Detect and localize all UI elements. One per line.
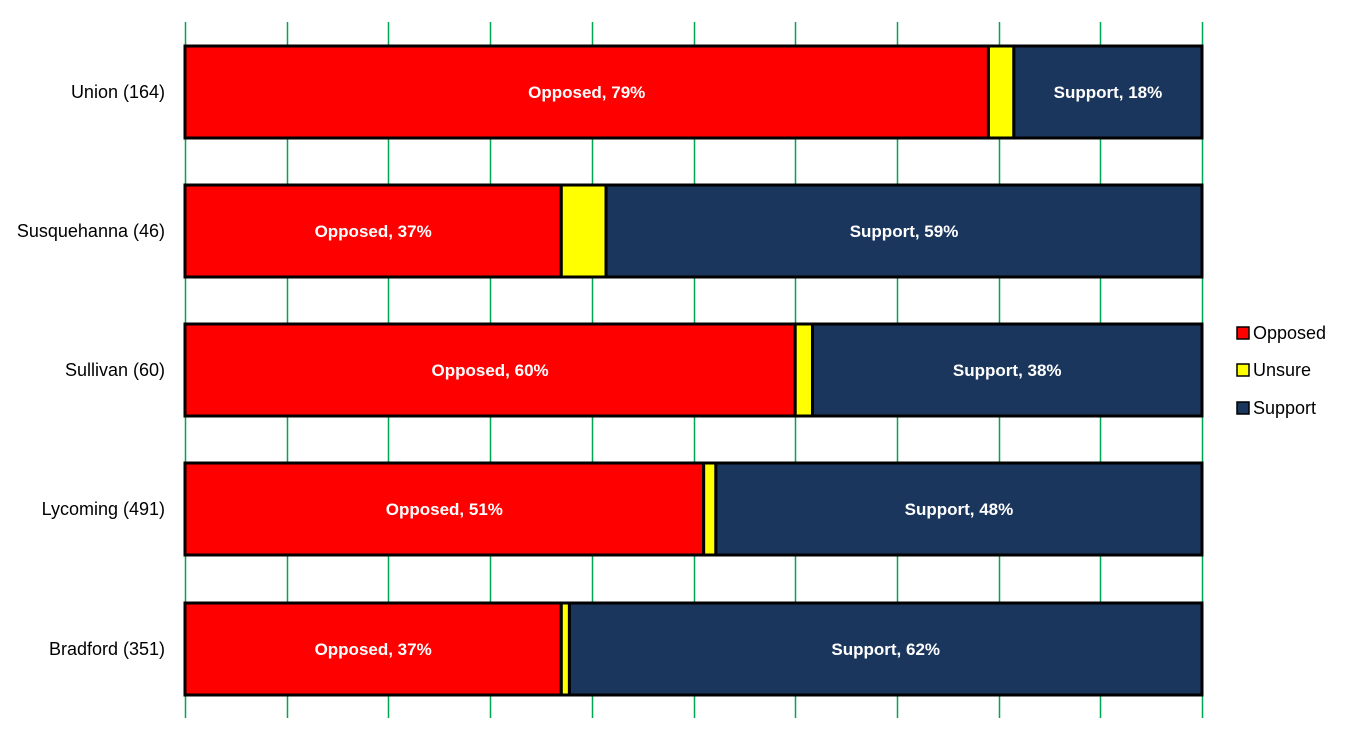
- bar-support-union: [1012, 44, 1204, 140]
- bar-unsure-lycoming: [702, 461, 718, 557]
- bar-labels: Opposed, 79% Support, 18% Opposed, 37% Supp…: [315, 83, 1163, 659]
- legend-swatch-unsure: [1236, 363, 1250, 377]
- data-label-support-sullivan: Support, 38%: [953, 361, 1062, 380]
- bar-support-sullivan: [810, 322, 1204, 418]
- data-label-support-bradford: Support, 62%: [831, 640, 940, 659]
- bar-unsure-sullivan: [793, 322, 814, 418]
- bar-opposed-bradford: [183, 601, 563, 697]
- bars: [183, 44, 1204, 697]
- category-label-union: Union (164): [71, 82, 165, 102]
- bar-support-lycoming: [714, 461, 1204, 557]
- data-label-opposed-sullivan: Opposed, 60%: [432, 361, 549, 380]
- data-label-opposed-lycoming: Opposed, 51%: [386, 500, 503, 519]
- legend-label-opposed: Opposed: [1253, 323, 1326, 343]
- legend-label-support: Support: [1253, 398, 1316, 418]
- category-label-sullivan: Sullivan (60): [65, 360, 165, 380]
- data-label-opposed-bradford: Opposed, 37%: [315, 640, 432, 659]
- bar-opposed-susquehanna: [183, 183, 563, 279]
- category-label-lycoming: Lycoming (491): [42, 499, 165, 519]
- legend-swatch-support: [1236, 401, 1250, 415]
- data-label-opposed-susquehanna: Opposed, 37%: [315, 222, 432, 241]
- data-label-opposed-union: Opposed, 79%: [528, 83, 645, 102]
- bar-unsure-susquehanna: [559, 183, 608, 279]
- category-label-susquehanna: Susquehanna (46): [17, 221, 165, 241]
- data-label-support-susquehanna: Support, 59%: [850, 222, 959, 241]
- legend-label-unsure: Unsure: [1253, 360, 1311, 380]
- category-label-bradford: Bradford (351): [49, 639, 165, 659]
- bar-support-bradford: [567, 601, 1204, 697]
- bar-opposed-sullivan: [183, 322, 797, 418]
- legend-swatch-opposed: [1236, 326, 1250, 340]
- data-label-support-union: Support, 18%: [1054, 83, 1163, 102]
- bar-support-susquehanna: [604, 183, 1204, 279]
- data-label-support-lycoming: Support, 48%: [905, 500, 1014, 519]
- category-labels: Union (164) Susquehanna (46) Sullivan (60)…: [17, 82, 165, 659]
- bar-unsure-union: [986, 44, 1016, 140]
- bar-opposed-union: [183, 44, 990, 140]
